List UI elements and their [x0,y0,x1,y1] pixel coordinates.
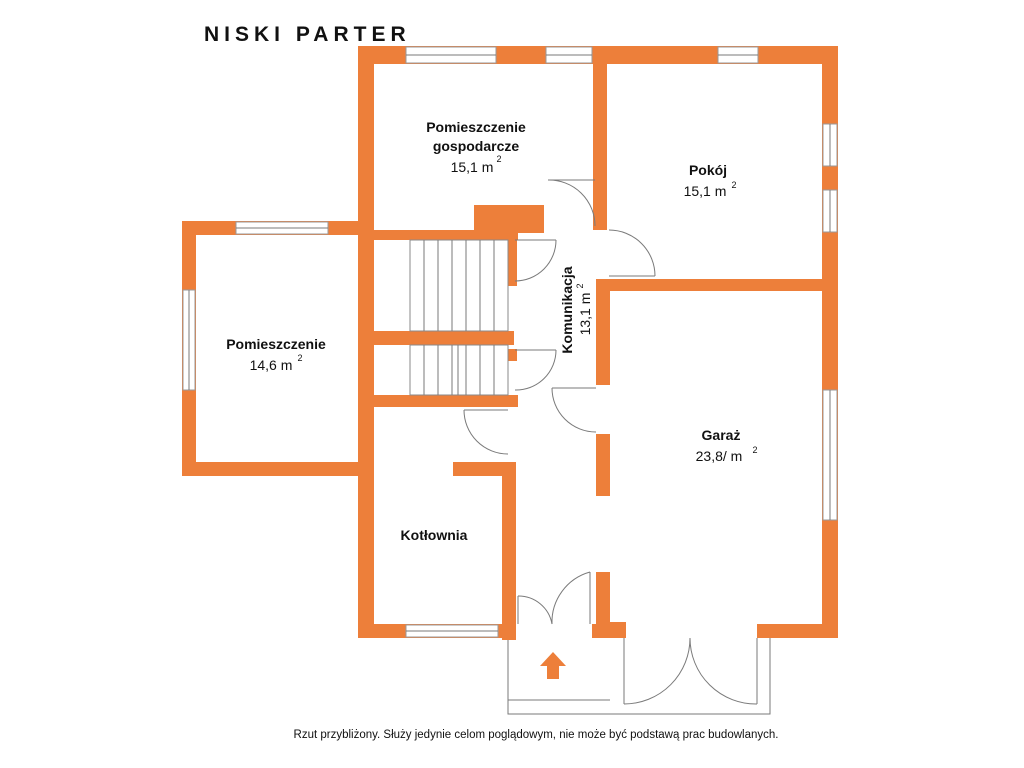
plan-title: NISKI PARTER [204,23,411,46]
room-name: Pokój [689,162,727,178]
room-label-kotlownia: Kotłownia [401,527,468,543]
room-name: Komunikacja [559,266,575,353]
room-name: Garaż [702,427,741,443]
doors [463,179,758,705]
room-area: 13,1 m [577,293,593,336]
room-label-komunikacja: Komunikacja 13,1 m 2 [559,266,593,353]
arrow-up-icon [540,652,566,679]
room-area: 15,1 m [451,159,494,175]
room-area: 14,6 m [250,357,293,373]
area-superscript: 2 [496,154,501,164]
room-name: Pomieszczenie [226,336,326,352]
area-superscript: 2 [575,283,585,288]
entrance-porch [507,638,771,715]
area-superscript: 2 [752,445,757,455]
area-superscript: 2 [731,180,736,190]
disclaimer-note: Rzut przybliżony. Służy jedynie celom po… [294,729,779,741]
room-name-line2: gospodarcze [433,138,520,154]
room-label-pokoj: Pokój 15,1 m 2 [684,162,737,199]
room-area: 23,8/ m [696,448,743,464]
staircase [409,239,509,396]
room-label-garaz: Garaż 23,8/ m 2 [696,427,758,464]
room-label-pomieszczenie: Pomieszczenie 14,6 m 2 [226,336,326,373]
room-name: Kotłownia [401,527,468,543]
room-name: Pomieszczenie [426,119,526,135]
room-area: 15,1 m [684,183,727,199]
area-superscript: 2 [297,353,302,363]
room-label-gospodarcze: Pomieszczenie gospodarcze 15,1 m 2 [426,119,526,175]
windows [182,46,838,638]
